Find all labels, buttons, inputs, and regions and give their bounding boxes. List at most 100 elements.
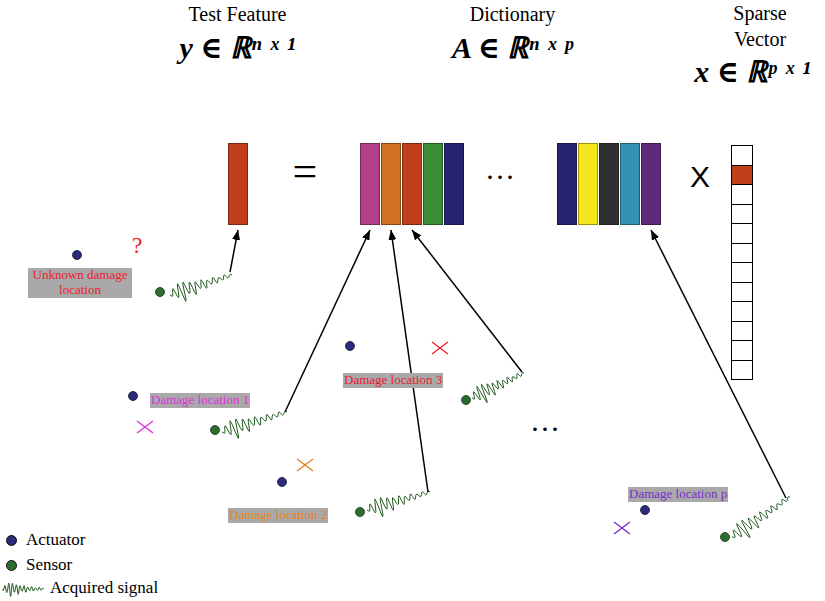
ellipsis: ···	[485, 160, 515, 193]
acquired-signal	[170, 274, 232, 301]
panel-heading: Dictionary	[470, 2, 556, 26]
feature-column	[423, 143, 443, 225]
vector-cell	[731, 223, 753, 244]
legend-row: Actuator	[0, 530, 200, 552]
text-slot: Damage location 2	[228, 505, 340, 523]
legend-swatch	[6, 560, 17, 571]
plate-shape	[35, 344, 290, 492]
legend-slot: Sensor	[26, 555, 72, 575]
vector-cell	[731, 165, 753, 186]
damage-cross	[297, 459, 313, 471]
text-slot: ?	[125, 232, 149, 258]
math-symbol: x ∈ ℝᵖ ˣ ¹	[694, 54, 810, 90]
question-mark: ?	[132, 232, 143, 258]
legend-row: Acquired signal	[0, 578, 200, 600]
sensor-dot	[721, 533, 730, 542]
vector-cell	[731, 321, 753, 342]
actuator-dot	[278, 478, 287, 487]
plate-outline	[200, 430, 425, 577]
damage-cross	[432, 342, 448, 354]
plate-shape	[268, 315, 505, 462]
text-slot: Sparse Vector	[720, 0, 800, 52]
vector-cell	[731, 184, 753, 205]
sensor-dot	[356, 508, 365, 517]
panel-heading: Test Feature	[188, 2, 286, 26]
legend-signal	[0, 578, 46, 600]
math-symbol: y ∈ ℝⁿ ˣ ¹	[179, 30, 295, 66]
legend-slot: Actuator	[26, 530, 85, 550]
feature-column	[381, 143, 401, 225]
damage-label: Damage location p	[628, 487, 728, 502]
multiply-sign: X	[690, 160, 710, 193]
plate-damage: Damage location p	[555, 448, 800, 598]
acquired-signal	[472, 373, 524, 403]
plate-unknown: ?Unknown damage location	[5, 207, 246, 352]
text-slot: Damage location 1	[150, 390, 262, 408]
damage-cross	[614, 522, 630, 534]
legend-swatch	[6, 535, 17, 546]
actuator-dot	[129, 392, 138, 401]
feature-column	[557, 143, 577, 225]
legend-text: Actuator	[26, 530, 85, 550]
sensor-dot	[156, 288, 165, 297]
legend-text: Acquired signal	[50, 578, 158, 598]
acquired-signal	[367, 491, 430, 516]
plate-damage: Damage location 2	[200, 430, 425, 577]
legend-text: Sensor	[26, 555, 72, 575]
equals-sign: =	[293, 148, 318, 196]
vector-cell	[731, 145, 753, 166]
plate-shape	[555, 448, 800, 598]
sensor-dot	[462, 396, 471, 405]
signal-sample	[2, 583, 44, 596]
signal-arrow	[230, 230, 238, 272]
feature-column	[228, 143, 248, 225]
plate-outline	[555, 448, 800, 598]
feature-column	[444, 143, 464, 225]
acquired-signal	[222, 411, 287, 438]
vector-cell	[731, 360, 753, 381]
plate-damage: Damage location 3	[268, 315, 505, 462]
damage-label: Damage location 1	[150, 393, 250, 408]
damage-label: Unknown damage location	[28, 268, 132, 298]
vector-cell	[731, 262, 753, 283]
plate-outline	[268, 315, 505, 462]
damage-label: Damage location 3	[343, 373, 443, 388]
plate-outline	[5, 207, 246, 352]
feature-column	[360, 143, 380, 225]
signal-arrow	[651, 230, 786, 498]
feature-column	[599, 143, 619, 225]
feature-column	[620, 143, 640, 225]
actuator-dot	[346, 342, 355, 351]
sensor-dots	[156, 288, 730, 542]
panel-heading: Sparse Vector	[720, 0, 800, 52]
text-slot: Damage location 3	[343, 370, 455, 388]
actuator-dot	[73, 251, 82, 260]
label-slot: ···	[515, 412, 575, 445]
feature-column	[402, 143, 422, 225]
vector-cell	[731, 204, 753, 225]
text-slot: x ∈ ℝᵖ ˣ ¹	[690, 54, 815, 90]
signal-arrow	[412, 230, 522, 372]
damage-cross	[137, 421, 153, 433]
test-feature-vector: Test Feature y ∈ ℝⁿ ˣ ¹	[175, 0, 300, 228]
plate-damage: Damage location 1	[35, 344, 290, 492]
ellipsis: ···	[530, 412, 560, 445]
math-symbol: A ∈ ℝⁿ ˣ ᵖ	[452, 30, 573, 66]
text-slot: y ∈ ℝⁿ ˣ ¹	[175, 30, 300, 66]
vector-cell	[731, 301, 753, 322]
text-slot: Unknown damage location	[28, 268, 132, 298]
text-slot: A ∈ ℝⁿ ˣ ᵖ	[355, 30, 670, 66]
actuator-dot	[641, 506, 650, 515]
dictionary-matrix: Dictionary A ∈ ℝⁿ ˣ ᵖ	[355, 0, 670, 228]
vector-cell	[731, 282, 753, 303]
sensor-dot	[211, 426, 220, 435]
damage-label: Damage location 2	[228, 508, 328, 523]
feature-column	[578, 143, 598, 225]
plate-shape	[200, 430, 425, 577]
legend-slot: Acquired signal	[50, 578, 158, 598]
feature-column	[641, 143, 661, 225]
text-slot: Test Feature	[175, 2, 300, 26]
vector-cell	[731, 243, 753, 264]
